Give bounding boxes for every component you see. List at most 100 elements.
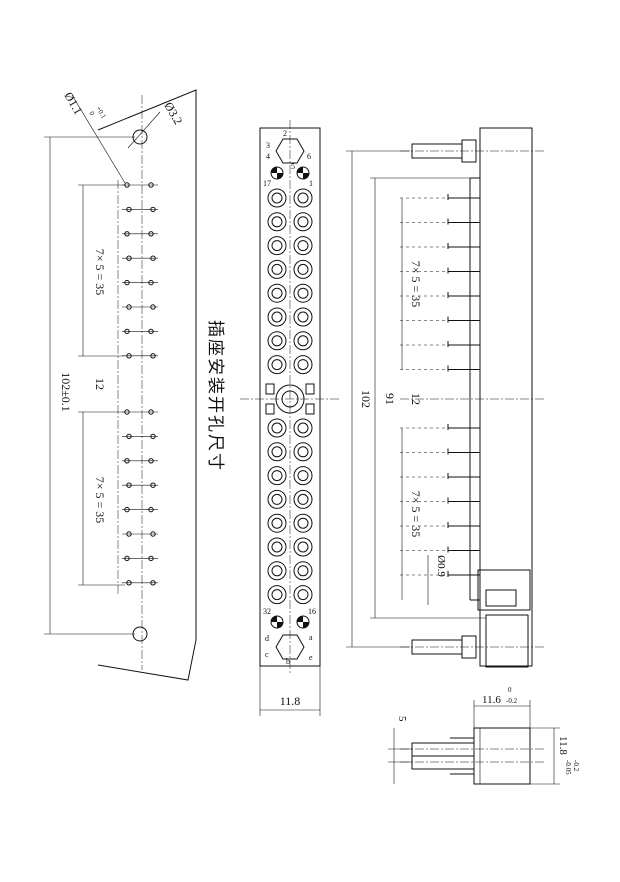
panel-cutout-view: 102±0.1 7× 5 = 35 12 7× 5 = 35 Ø1.1 +0.1… — [44, 89, 197, 681]
contact-inner — [297, 446, 309, 458]
bottom-pin-labels: 32 16 a b c d e — [263, 607, 316, 666]
end-body — [473, 727, 531, 785]
center-boss-outer — [275, 384, 305, 414]
contact-inner — [297, 335, 309, 347]
contact-inner — [297, 240, 309, 252]
contact-inner — [271, 287, 283, 299]
pin-label: 16 — [308, 607, 316, 616]
contact-inner — [297, 359, 309, 371]
contact-inner — [271, 493, 283, 505]
width-dimension: 11.8 — [280, 694, 301, 708]
polarity-fill — [277, 622, 283, 628]
upper-pitch-dimension: 7× 5 = 35 — [93, 249, 107, 296]
contact-outer — [293, 537, 313, 557]
contact-inner — [271, 335, 283, 347]
contact-inner — [271, 359, 283, 371]
contact-outer — [293, 442, 313, 462]
pin-diameter-label: Ø0.9 — [435, 555, 447, 577]
pin-label: 32 — [263, 607, 271, 616]
mount-hole-bottom — [132, 626, 148, 642]
contact-outer — [293, 283, 313, 303]
end-post-2 — [411, 755, 475, 770]
polarity-fill — [303, 173, 309, 179]
contact-outer — [267, 283, 287, 303]
end-post — [411, 742, 475, 757]
side-body — [479, 127, 533, 667]
contact-outer — [293, 307, 313, 327]
contact-inner — [297, 422, 309, 434]
guide-hex-bottom — [275, 634, 305, 660]
contact-outer — [267, 307, 287, 327]
end-width-base: 11.6 — [482, 694, 501, 706]
pin-label: 4 — [266, 152, 270, 161]
connector-side-view: 102 91 7× 5 = 35 12 7× 5 = 35 Ø0.9 — [346, 127, 545, 668]
contact-outer — [267, 537, 287, 557]
pin-label: c — [265, 650, 269, 659]
contact-inner — [297, 470, 309, 482]
end-width-tol-upper: 0 — [508, 686, 512, 694]
contact-inner — [297, 541, 309, 553]
panel-outline — [97, 89, 197, 681]
mount-screw-bottom — [400, 635, 545, 659]
contact-inner — [297, 311, 309, 323]
gap-dimension: 12 — [93, 378, 107, 390]
contact-inner — [271, 470, 283, 482]
section-hatch — [477, 569, 531, 611]
contact-inner — [297, 192, 309, 204]
mount-leader — [127, 111, 161, 149]
hole-diameter-label: Ø1.1 — [61, 90, 85, 118]
connector-end-view: 11.6 0 -0.2 11.8 -0.2 -0.05 5 — [388, 686, 580, 785]
hole-tolerance-lower: 0 — [87, 110, 96, 117]
contact-inner — [297, 517, 309, 529]
contact-inner — [271, 192, 283, 204]
contact-outer — [293, 418, 313, 438]
connector-face-view: 2 5 3 4 6 17 1 32 16 a b c d e 11.8 — [240, 120, 340, 716]
end-offset-dimension: 5 — [396, 716, 408, 722]
contact-outer — [293, 259, 313, 279]
pin-label: 2 — [283, 129, 287, 138]
section-cavity — [485, 614, 529, 668]
contact-inner — [271, 311, 283, 323]
contact-outer — [293, 188, 313, 208]
pin-label: e — [309, 653, 313, 662]
pin-label: a — [309, 633, 313, 642]
polarity-fill — [297, 167, 303, 173]
contact-outer — [267, 418, 287, 438]
contact-outer — [293, 236, 313, 256]
end-height-tol-upper: -0.2 — [572, 760, 580, 772]
contact-inner — [271, 240, 283, 252]
pin-label: d — [265, 634, 269, 643]
contact-inner — [297, 493, 309, 505]
contact-inner — [271, 541, 283, 553]
contact-inner — [271, 422, 283, 434]
contact-outer — [267, 466, 287, 486]
contact-inner — [271, 216, 283, 228]
contact-inner — [297, 565, 309, 577]
contact-inner — [271, 565, 283, 577]
contact-inner — [271, 589, 283, 601]
contact-outer — [293, 355, 313, 375]
drawing-title: 插座安装开孔尺寸 — [206, 320, 225, 472]
side-inner-dimension: 91 — [383, 393, 397, 405]
side-gap: 12 — [409, 393, 423, 405]
polarity-fill — [277, 173, 283, 179]
contact-outer — [267, 355, 287, 375]
polarize-slot-left-2 — [265, 403, 275, 415]
contact-inner — [271, 446, 283, 458]
hole-leader — [71, 94, 126, 184]
mount-screw-top — [400, 139, 545, 163]
contact-outer — [267, 236, 287, 256]
guide-hex-top — [275, 138, 305, 164]
polarize-slot-right-2 — [305, 403, 315, 415]
contact-inner — [297, 287, 309, 299]
top-pin-labels: 2 5 3 4 6 17 1 — [263, 129, 313, 188]
contact-outer — [267, 188, 287, 208]
contact-inner — [271, 517, 283, 529]
contact-outer — [293, 561, 313, 581]
polarity-fill — [297, 616, 303, 622]
contact-outer — [267, 259, 287, 279]
contact-outer — [293, 489, 313, 509]
end-height-tol-lower: -0.05 — [564, 760, 572, 775]
contact-inner — [271, 263, 283, 275]
